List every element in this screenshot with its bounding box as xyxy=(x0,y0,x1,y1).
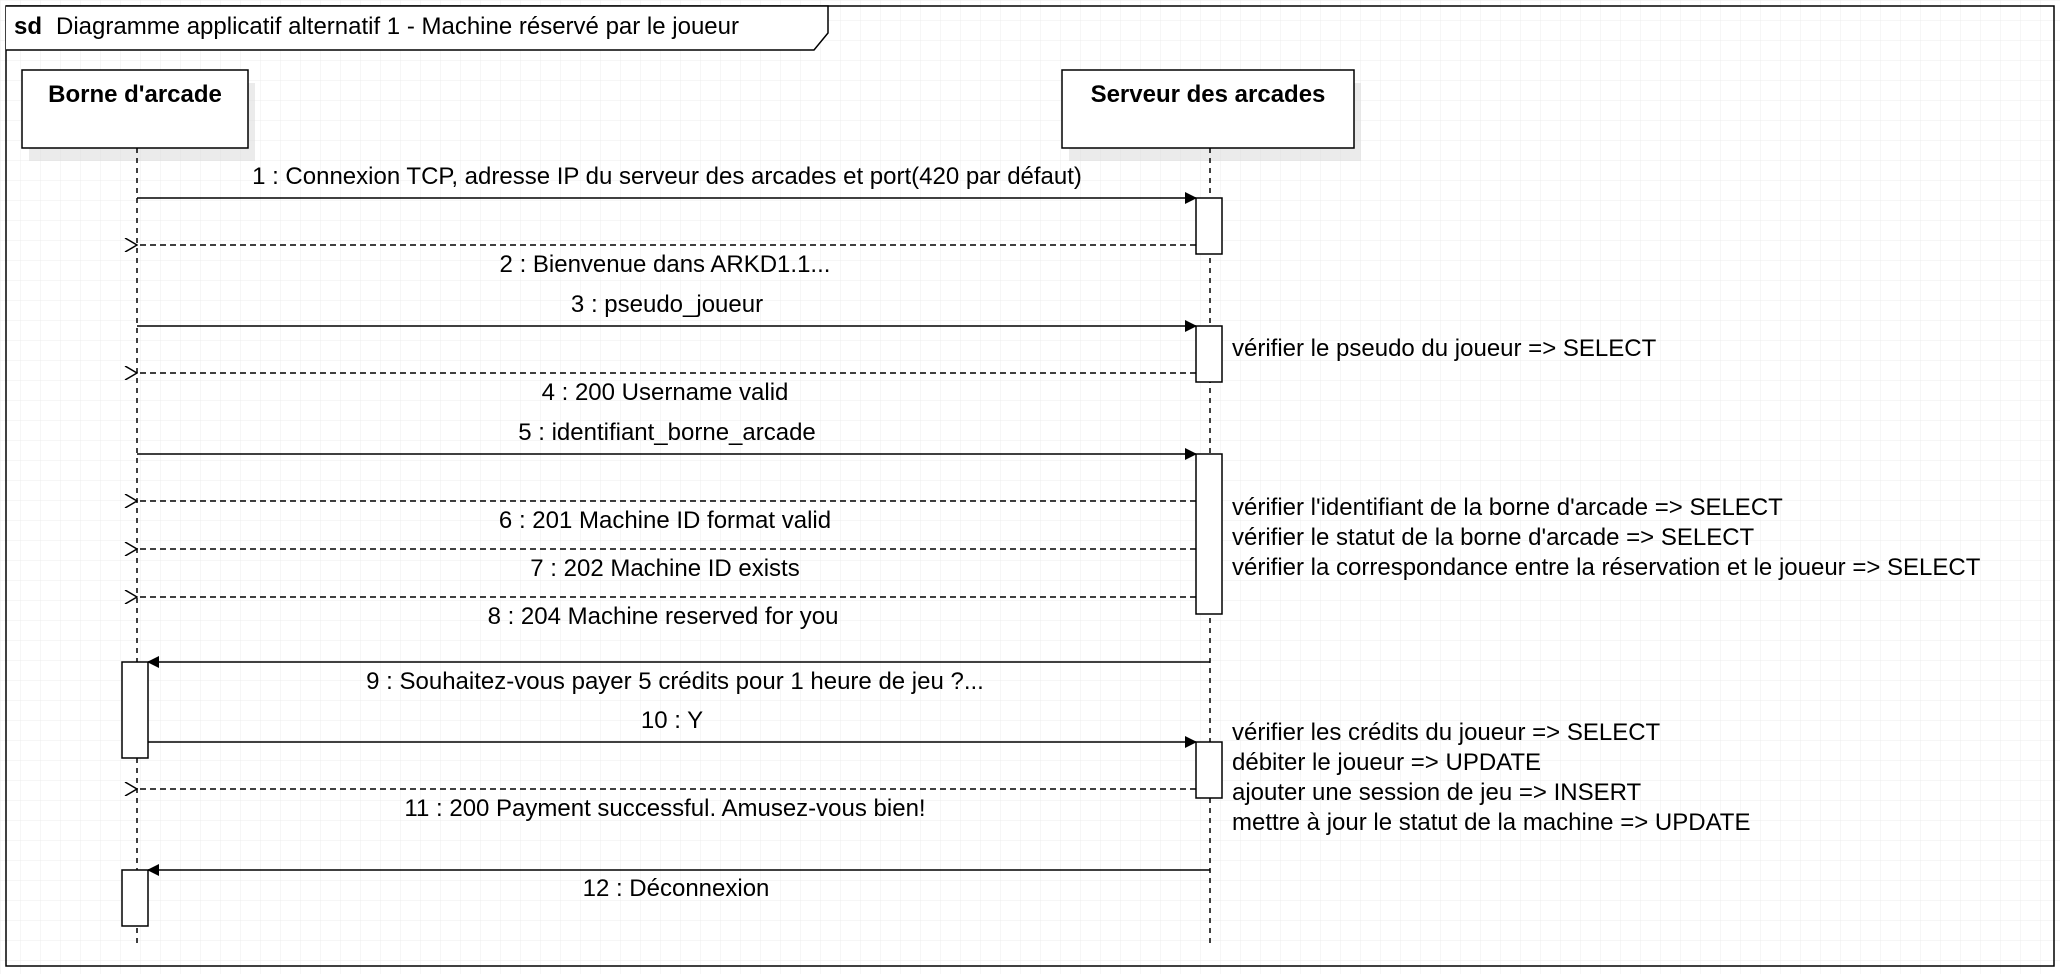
message-5: 5 : identifiant_borne_arcade xyxy=(137,419,1197,460)
activation-serveur xyxy=(1195,741,1223,799)
message-11: 11 : 200 Payment successful. Amusez-vous… xyxy=(137,789,1196,822)
message-label: 3 : pseudo_joueur xyxy=(571,291,763,318)
note-line: débiter le joueur => UPDATE xyxy=(1232,749,1541,776)
activation-serveur xyxy=(1195,453,1223,615)
message-12: 12 : Déconnexion xyxy=(147,864,1210,902)
activation-borne xyxy=(121,869,149,927)
frame-title-tab xyxy=(6,5,829,51)
note-pseudo-check: vérifier le pseudo du joueur => SELECT xyxy=(1232,335,1657,362)
message-label: 5 : identifiant_borne_arcade xyxy=(518,419,816,446)
message-3: 3 : pseudo_joueur xyxy=(137,291,1197,332)
message-9: 9 : Souhaitez-vous payer 5 crédits pour … xyxy=(147,656,1210,695)
frame-title: Diagramme applicatif alternatif 1 - Mach… xyxy=(56,13,739,40)
message-label: 12 : Déconnexion xyxy=(583,875,770,902)
note-machine-checks: vérifier l'identifiant de la borne d'arc… xyxy=(1232,494,1981,581)
message-label: 8 : 204 Machine reserved for you xyxy=(488,603,839,630)
message-label: 1 : Connexion TCP, adresse IP du serveur… xyxy=(252,163,1082,190)
activation-serveur xyxy=(1195,325,1223,383)
lifeline-borne-title: Borne d'arcade xyxy=(48,81,222,108)
note-line: ajouter une session de jeu => INSERT xyxy=(1232,779,1641,806)
message-1: 1 : Connexion TCP, adresse IP du serveur… xyxy=(137,163,1197,204)
message-label: 10 : Y xyxy=(641,707,703,734)
note-payment-steps: vérifier les crédits du joueur => SELECT… xyxy=(1232,719,1750,836)
message-8: 8 : 204 Machine reserved for you xyxy=(137,597,1196,630)
lifeline-borne: Borne d'arcade xyxy=(21,69,255,948)
note-line: vérifier la correspondance entre la rése… xyxy=(1232,554,1981,581)
message-label: 7 : 202 Machine ID exists xyxy=(530,555,799,582)
activation-serveur xyxy=(1195,197,1223,255)
lifeline-serveur: Serveur des arcades xyxy=(1061,69,1361,948)
note-line: vérifier les crédits du joueur => SELECT xyxy=(1232,719,1661,746)
message-10: 10 : Y xyxy=(148,707,1197,748)
activation-borne xyxy=(121,661,149,759)
message-label: 2 : Bienvenue dans ARKD1.1... xyxy=(500,251,831,278)
message-label: 9 : Souhaitez-vous payer 5 crédits pour … xyxy=(366,668,984,695)
message-7: 7 : 202 Machine ID exists xyxy=(137,549,1196,582)
note-line: vérifier le statut de la borne d'arcade … xyxy=(1232,524,1755,551)
frame: sd Diagramme applicatif alternatif 1 - M… xyxy=(5,5,2055,967)
message-6: 6 : 201 Machine ID format valid xyxy=(137,501,1196,534)
lifeline-borne-box xyxy=(21,69,249,149)
frame-keyword: sd xyxy=(14,13,42,40)
message-label: 6 : 201 Machine ID format valid xyxy=(499,507,831,534)
note-line: mettre à jour le statut de la machine =>… xyxy=(1232,809,1750,836)
message-label: 4 : 200 Username valid xyxy=(542,379,789,406)
note-line: vérifier l'identifiant de la borne d'arc… xyxy=(1232,494,1783,521)
message-2: 2 : Bienvenue dans ARKD1.1... xyxy=(137,245,1196,278)
lifeline-serveur-title: Serveur des arcades xyxy=(1091,81,1326,108)
note-line: vérifier le pseudo du joueur => SELECT xyxy=(1232,335,1657,362)
message-4: 4 : 200 Username valid xyxy=(137,373,1196,406)
lifeline-serveur-box xyxy=(1061,69,1355,149)
message-label: 11 : 200 Payment successful. Amusez-vous… xyxy=(404,795,925,822)
